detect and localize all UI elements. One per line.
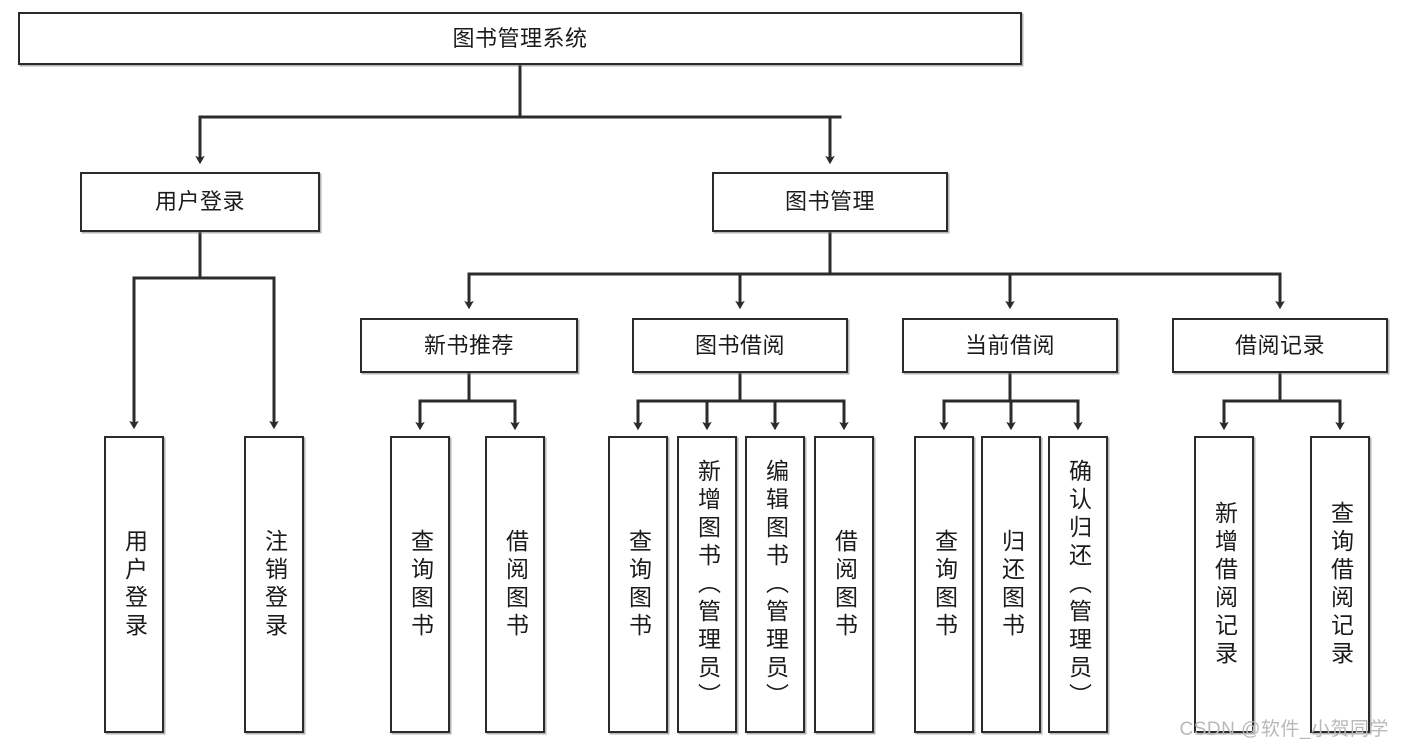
- node-leaf-query-book-3[interactable]: 查询图书: [914, 436, 974, 733]
- node-user-login[interactable]: 用户登录: [80, 172, 320, 232]
- node-leaf-logout-label: 注销登录: [261, 528, 288, 641]
- node-leaf-add-borrow-record-label: 新增借阅记录: [1211, 500, 1238, 669]
- node-leaf-query-borrow-record[interactable]: 查询借阅记录: [1310, 436, 1370, 733]
- node-book-manage-label: 图书管理: [784, 189, 875, 215]
- node-leaf-add-book-admin-label: 新增图书（管理员）: [694, 458, 721, 711]
- node-new-book-rec-label: 新书推荐: [423, 332, 514, 358]
- node-leaf-borrow-book-1[interactable]: 借阅图书: [485, 436, 545, 733]
- node-leaf-query-borrow-record-label: 查询借阅记录: [1327, 500, 1354, 669]
- node-leaf-borrow-book-2-label: 借阅图书: [831, 528, 858, 641]
- node-leaf-query-book-1[interactable]: 查询图书: [390, 436, 450, 733]
- node-book-borrow[interactable]: 图书借阅: [632, 318, 848, 373]
- node-leaf-edit-book-admin-label: 编辑图书（管理员）: [762, 458, 789, 711]
- node-leaf-logout[interactable]: 注销登录: [244, 436, 304, 733]
- node-leaf-add-book-admin[interactable]: 新增图书（管理员）: [677, 436, 737, 733]
- node-leaf-confirm-return-admin[interactable]: 确认归还（管理员）: [1048, 436, 1108, 733]
- node-book-manage[interactable]: 图书管理: [712, 172, 948, 232]
- node-leaf-return-book-label: 归还图书: [998, 528, 1025, 641]
- node-leaf-query-book-3-label: 查询图书: [931, 528, 958, 641]
- node-leaf-query-book-1-label: 查询图书: [407, 528, 434, 641]
- node-leaf-edit-book-admin[interactable]: 编辑图书（管理员）: [745, 436, 805, 733]
- node-leaf-add-borrow-record[interactable]: 新增借阅记录: [1194, 436, 1254, 733]
- node-leaf-borrow-book-2[interactable]: 借阅图书: [814, 436, 874, 733]
- node-leaf-user-login-label: 用户登录: [121, 528, 148, 641]
- node-leaf-return-book[interactable]: 归还图书: [981, 436, 1041, 733]
- node-leaf-query-book-2[interactable]: 查询图书: [608, 436, 668, 733]
- node-current-borrow-label: 当前借阅: [964, 332, 1055, 358]
- node-leaf-query-book-2-label: 查询图书: [625, 528, 652, 641]
- node-new-book-rec[interactable]: 新书推荐: [360, 318, 578, 373]
- node-root[interactable]: 图书管理系统: [18, 12, 1022, 65]
- node-leaf-borrow-book-1-label: 借阅图书: [502, 528, 529, 641]
- node-root-label: 图书管理系统: [452, 25, 588, 51]
- node-borrow-record[interactable]: 借阅记录: [1172, 318, 1388, 373]
- node-current-borrow[interactable]: 当前借阅: [902, 318, 1118, 373]
- node-user-login-label: 用户登录: [154, 189, 245, 215]
- node-borrow-record-label: 借阅记录: [1234, 332, 1325, 358]
- node-leaf-confirm-return-admin-label: 确认归还（管理员）: [1065, 458, 1092, 711]
- node-book-borrow-label: 图书借阅: [694, 332, 785, 358]
- node-leaf-user-login[interactable]: 用户登录: [104, 436, 164, 733]
